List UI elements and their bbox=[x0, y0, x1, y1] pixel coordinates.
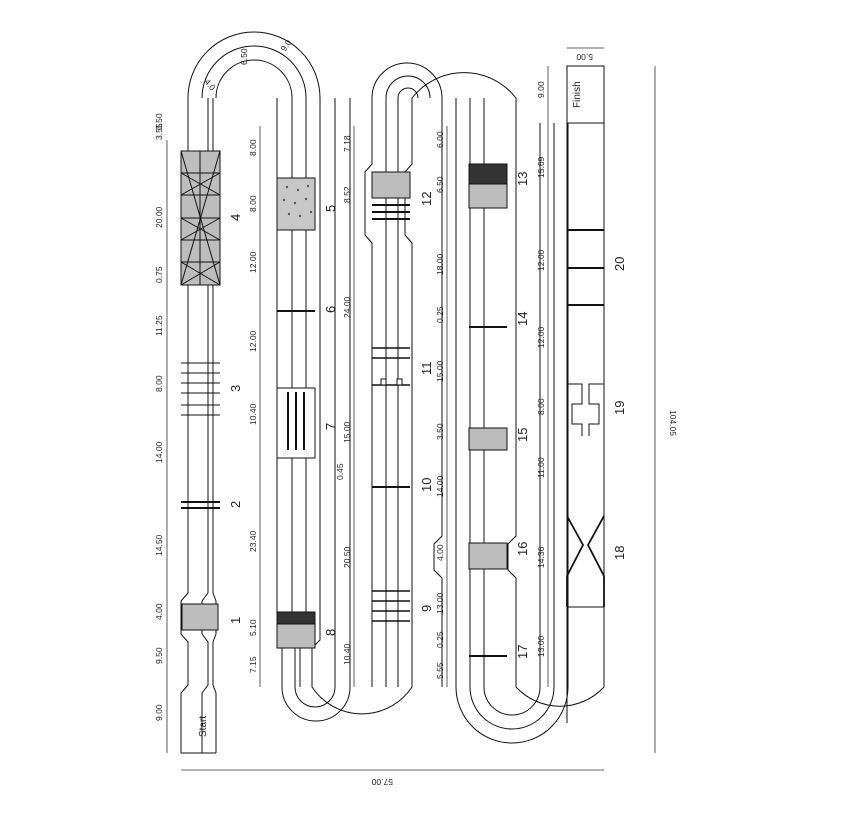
arc-dim-b: 9.0 bbox=[278, 38, 293, 54]
dimension-text: 0.75 bbox=[154, 266, 164, 283]
dimension-text: 8.00 bbox=[248, 139, 258, 156]
section-number: 14 bbox=[515, 312, 530, 326]
dimension-text: 9.50 bbox=[154, 647, 164, 664]
dimension-text: 15.00 bbox=[342, 421, 352, 443]
section-number: 5 bbox=[323, 205, 338, 212]
dimension-text: 20.50 bbox=[342, 546, 352, 568]
dimension-text: 14.36 bbox=[536, 546, 546, 568]
dimension-text: 15.00 bbox=[435, 360, 445, 382]
dimension-text: 14.00 bbox=[154, 441, 164, 463]
section-number: 11 bbox=[419, 362, 434, 376]
dimension-text: 7.15 bbox=[248, 656, 258, 673]
section-number: 16 bbox=[515, 542, 530, 556]
dimension-text: 24.00 bbox=[342, 296, 352, 318]
dimension-text: 12.00 bbox=[536, 326, 546, 348]
obstacle-15-mesh bbox=[468, 427, 508, 451]
dimension-text: 23.40 bbox=[248, 530, 258, 552]
arc-dim-a: 6.50 bbox=[239, 48, 249, 65]
dimension-text: 5.55 bbox=[435, 662, 445, 679]
dimension-text: 9.00 bbox=[536, 81, 546, 98]
section-number: 12 bbox=[419, 192, 434, 206]
dimension-text: 0.25 bbox=[435, 631, 445, 648]
section-number: 18 bbox=[612, 546, 627, 560]
start-label: Start bbox=[198, 716, 209, 737]
dimension-text: 13.00 bbox=[435, 592, 445, 614]
dimension-text: 11.00 bbox=[536, 457, 546, 478]
section-number: 10 bbox=[419, 478, 434, 492]
dimension-text: 13.00 bbox=[536, 635, 546, 657]
lane-width: 5.00 bbox=[576, 52, 593, 62]
section-number: 3 bbox=[228, 385, 243, 392]
obstacles bbox=[180, 150, 605, 657]
dimension-text: 12.00 bbox=[248, 330, 258, 352]
section-number: 17 bbox=[515, 645, 530, 659]
dimension-text: 11.25 bbox=[154, 315, 164, 336]
dimension-text: 3.50 bbox=[435, 423, 445, 440]
section-number: 4 bbox=[228, 214, 243, 221]
dimension-text: 4.00 bbox=[154, 603, 164, 620]
dimension-lines bbox=[166, 47, 656, 771]
dimension-text: 15.69 bbox=[536, 156, 546, 178]
dimension-text: 8.52 bbox=[342, 186, 352, 203]
section-number: 7 bbox=[323, 423, 338, 430]
dimension-text: 0.45 bbox=[335, 463, 345, 480]
section-number: 15 bbox=[515, 428, 530, 442]
dimension-text: 10.40 bbox=[248, 403, 258, 425]
dimension-text: 0.25 bbox=[435, 306, 445, 323]
section-number: 8 bbox=[323, 629, 338, 636]
dimension-text: 12.00 bbox=[248, 251, 258, 273]
section-number: 13 bbox=[515, 172, 530, 186]
section-number: 2 bbox=[228, 501, 243, 508]
dimension-text: 8.00 bbox=[154, 375, 164, 392]
overall-height: 104.05 bbox=[668, 410, 678, 436]
dimension-text: 6.00 bbox=[435, 131, 445, 148]
overall-width: 57.00 bbox=[371, 777, 393, 787]
obstacle-16-box bbox=[468, 542, 508, 570]
arc-dim-c: 4.0 bbox=[202, 77, 217, 93]
obstacle-5-dotted bbox=[276, 177, 316, 231]
dimension-text: 3.55 bbox=[154, 123, 164, 140]
obstacle-12-box bbox=[371, 171, 411, 199]
dimension-texts: 9.009.504.0014.5014.008.0011.250.7520.00… bbox=[154, 81, 546, 721]
dimension-text: 7.18 bbox=[342, 135, 352, 152]
dimension-text: 4.00 bbox=[435, 544, 445, 561]
dimension-text: 14.50 bbox=[154, 534, 164, 556]
dimension-text: 10.40 bbox=[342, 643, 352, 665]
dimension-text: 0.50 bbox=[154, 113, 164, 130]
section-number: 6 bbox=[323, 306, 338, 313]
finish-label: Finish bbox=[572, 81, 583, 108]
dimension-text: 9.00 bbox=[154, 704, 164, 721]
section-number: 20 bbox=[612, 257, 627, 271]
dimension-text: 6.50 bbox=[435, 176, 445, 193]
dimension-text: 5.10 bbox=[248, 619, 258, 636]
dimension-text: 8.00 bbox=[248, 195, 258, 212]
dimension-text: 20.00 bbox=[154, 206, 164, 228]
obstacle-1-box bbox=[181, 603, 219, 631]
dimension-text: 18.00 bbox=[435, 253, 445, 275]
dimension-text: 8.00 bbox=[536, 398, 546, 415]
section-number: 9 bbox=[419, 605, 434, 612]
dimension-text: 12.00 bbox=[536, 249, 546, 271]
section-number: 19 bbox=[612, 401, 627, 415]
dimension-text: 14.00 bbox=[435, 475, 445, 497]
section-number: 1 bbox=[228, 617, 243, 624]
